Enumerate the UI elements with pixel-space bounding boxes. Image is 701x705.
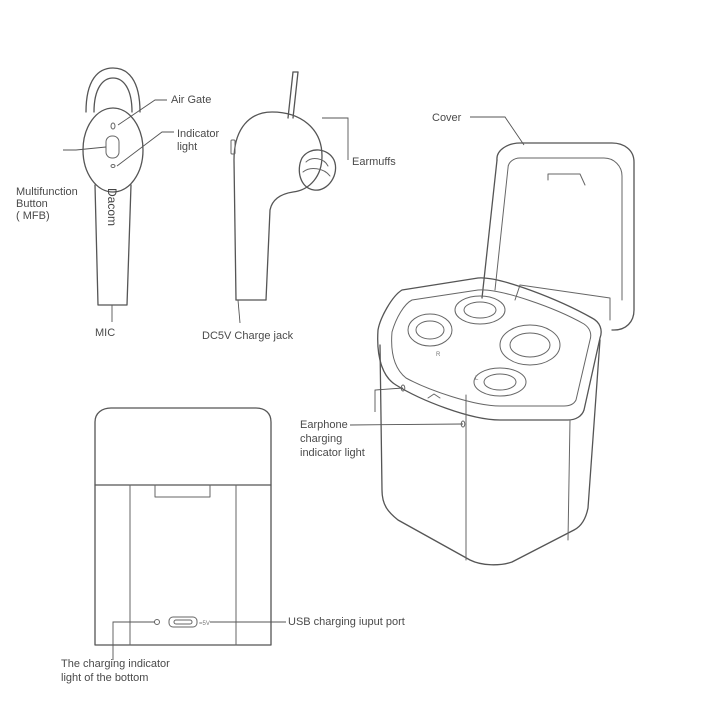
earphone-light-label-line3: indicator light bbox=[300, 447, 365, 459]
slot-marker-l: L bbox=[475, 376, 479, 382]
brand-logo: Dacom bbox=[105, 188, 119, 226]
svg-text:=5V: =5V bbox=[199, 621, 210, 627]
charging-case-closed: =5V bbox=[94, 407, 286, 660]
earphone-light-label-line2: charging bbox=[300, 433, 343, 445]
earphone-front-view: Dacom bbox=[63, 67, 174, 322]
mic-label: MIC bbox=[95, 327, 116, 339]
mfb-button-shape bbox=[105, 135, 120, 159]
bottom-light-label-line2: light of the bottom bbox=[61, 672, 149, 684]
mfb-label-line2: Button bbox=[16, 198, 48, 210]
earphone-light-label-line1: Earphone bbox=[300, 419, 348, 431]
dc-jack-label: DC5V Charge jack bbox=[202, 330, 294, 342]
slot-marker-r: R bbox=[436, 352, 441, 358]
mfb-label-line1: Multifunction bbox=[16, 186, 78, 198]
mfb-label-line3: ( MFB) bbox=[16, 210, 50, 222]
indicator-light-label-line2: light bbox=[177, 141, 198, 153]
indicator-light-label-line1: Indicator bbox=[177, 128, 220, 140]
earphone-side-view bbox=[230, 71, 349, 324]
earmuffs-label: Earmuffs bbox=[352, 156, 396, 168]
charging-case-open bbox=[349, 116, 635, 566]
bottom-light-label-line1: The charging indicator bbox=[61, 658, 170, 670]
cover-label: Cover bbox=[432, 112, 462, 124]
usb-port-label: USB charging iuput port bbox=[288, 616, 405, 628]
air-gate-label: Air Gate bbox=[171, 94, 212, 106]
